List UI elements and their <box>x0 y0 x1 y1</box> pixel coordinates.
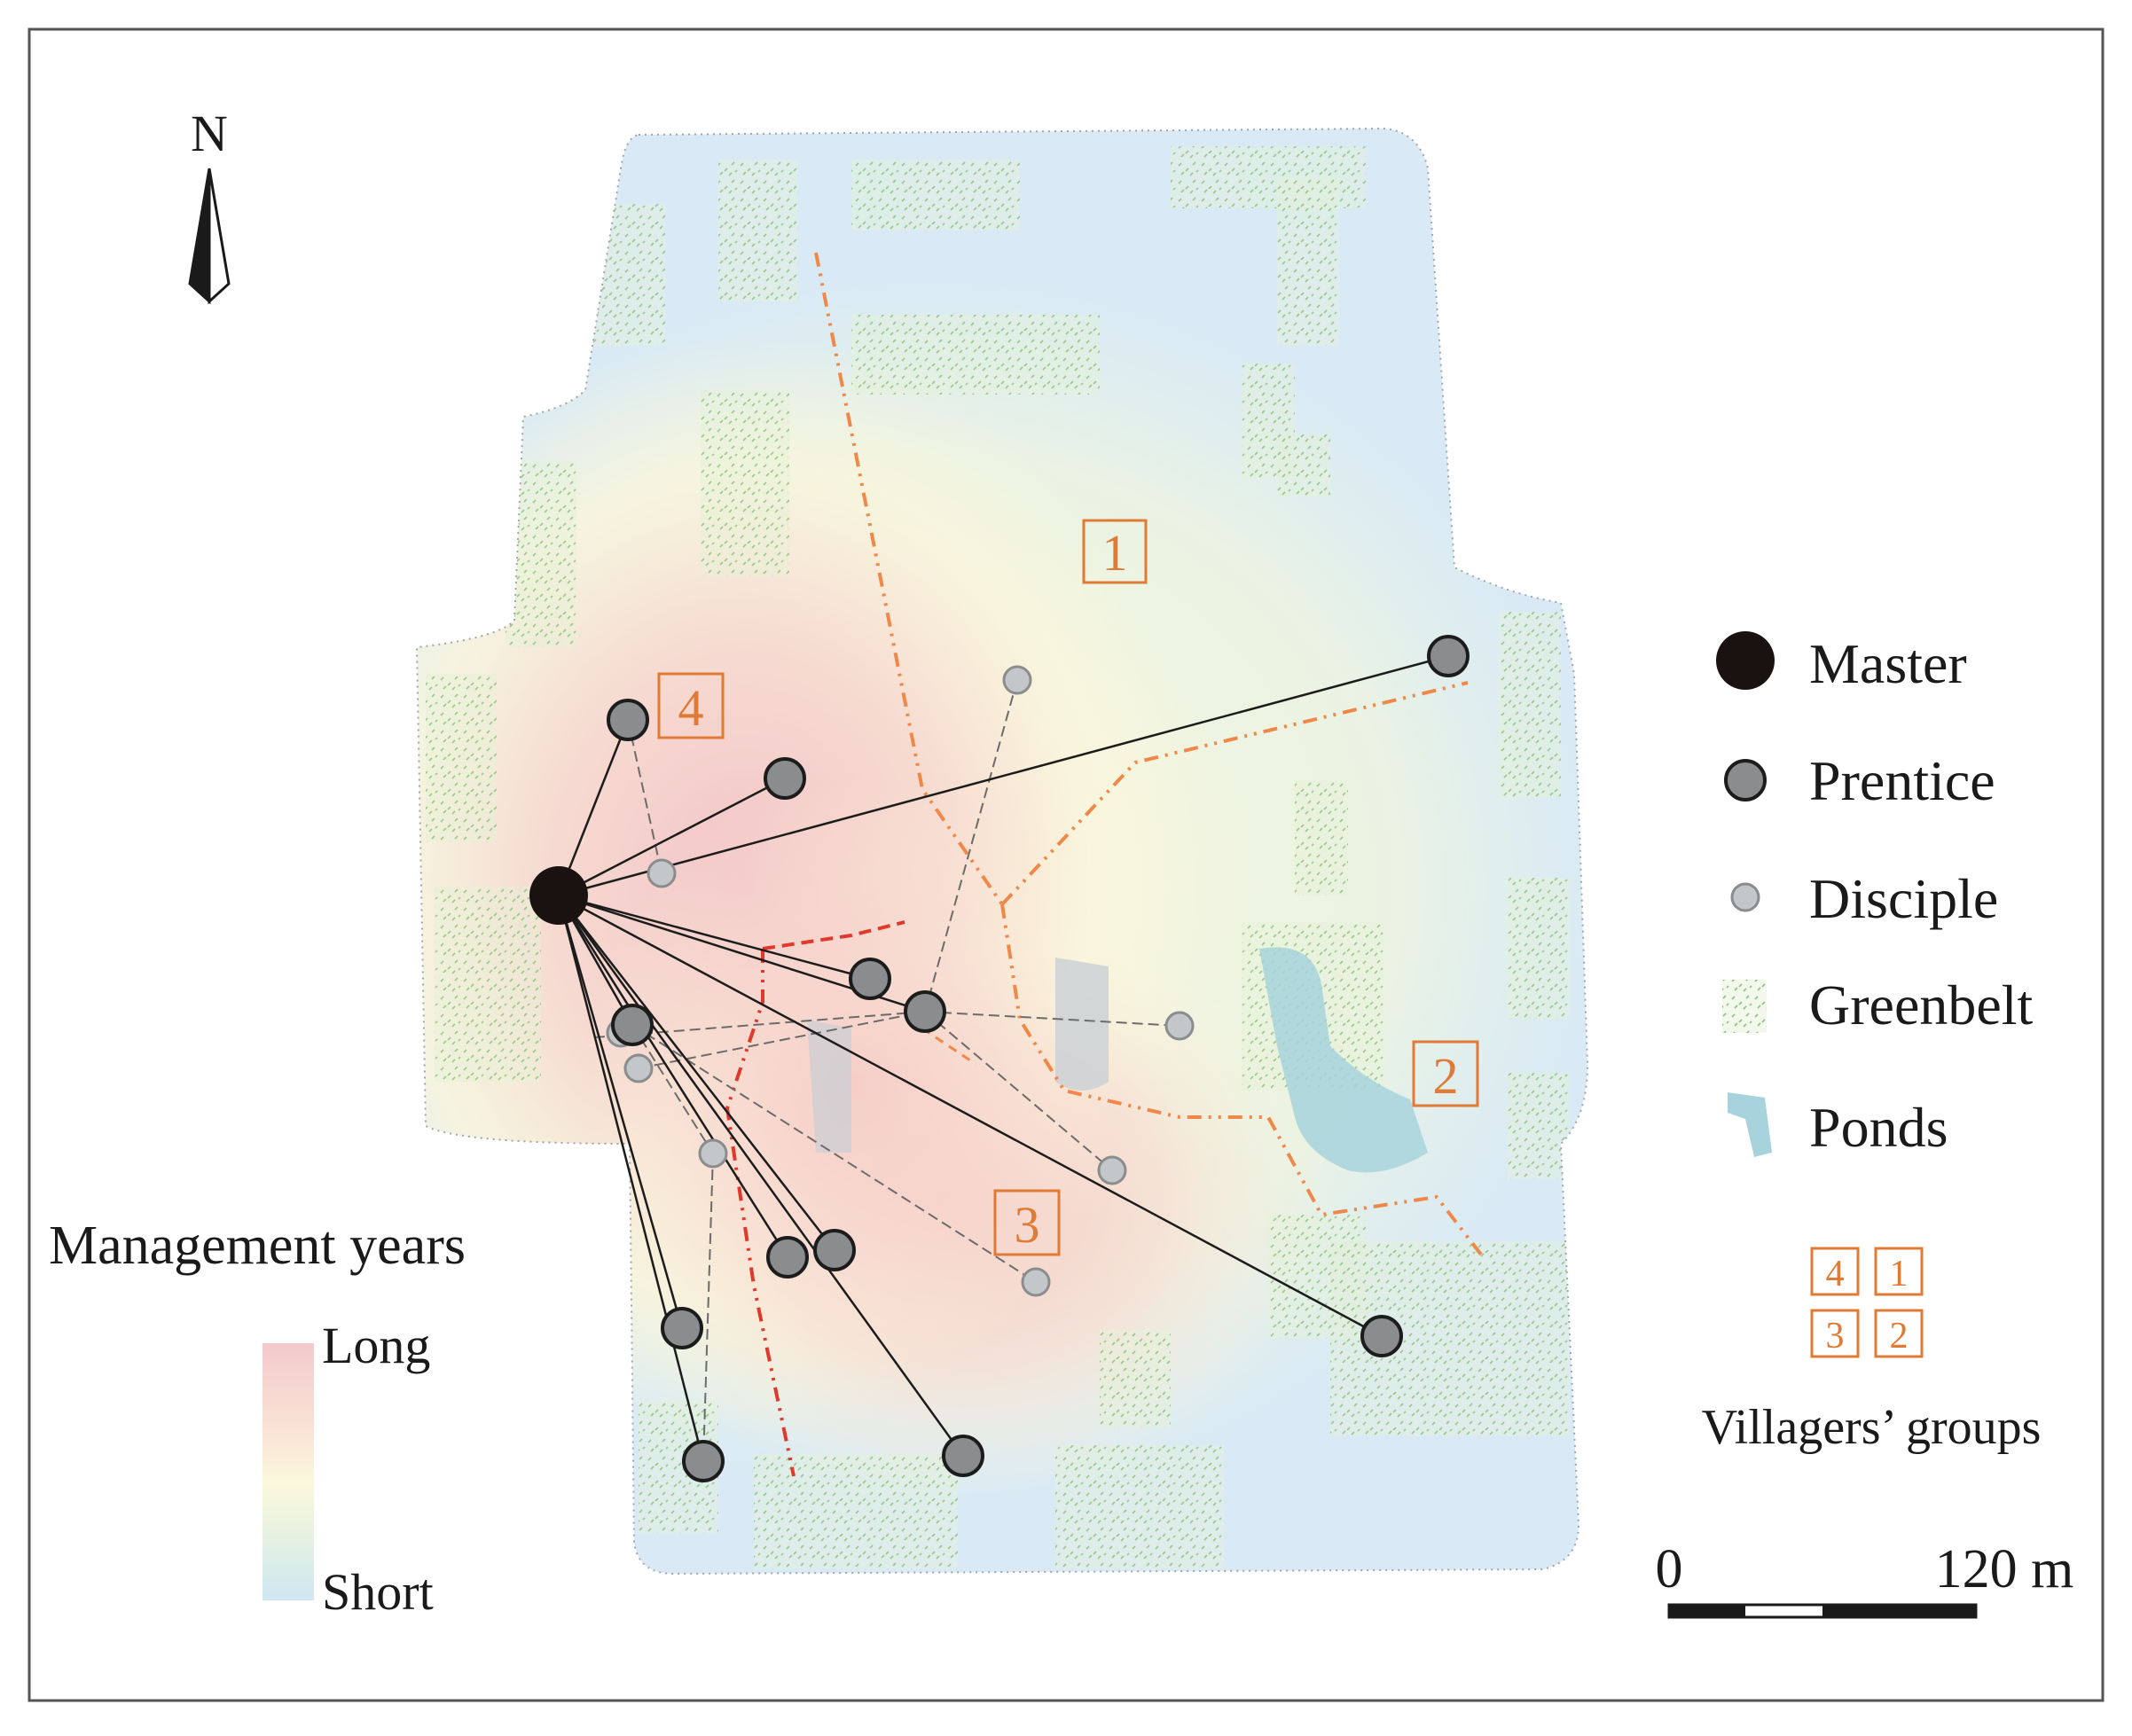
prentice-node <box>607 699 649 741</box>
legend-master-label: Master <box>1809 632 1967 695</box>
prentice-node <box>849 958 891 1000</box>
disciple-node <box>1002 665 1032 695</box>
disciple-node <box>647 858 677 888</box>
disciple-link <box>924 1011 1180 1027</box>
svg-text:2: 2 <box>1890 1316 1909 1357</box>
prentice-link <box>558 894 871 981</box>
prentice-node <box>611 1004 654 1046</box>
legend-disciple-symbol <box>1730 882 1760 912</box>
management-years-title: Management years <box>49 1216 466 1276</box>
management-years-low: Short <box>322 1563 434 1621</box>
svg-text:3: 3 <box>1826 1316 1845 1357</box>
prentice-link <box>557 895 789 1258</box>
disciple-node <box>698 1138 728 1169</box>
scale-start-label: 0 <box>1656 1539 1683 1599</box>
prentice-link <box>558 777 786 897</box>
prentice-link <box>558 894 1383 1338</box>
svg-text:1: 1 <box>1102 524 1128 582</box>
legend-ponds-label: Ponds <box>1809 1096 1948 1159</box>
management-years-colorbar <box>263 1343 314 1600</box>
management-years-high: Long <box>322 1317 430 1374</box>
svg-text:1: 1 <box>1890 1254 1909 1294</box>
prentice-node <box>1427 635 1470 677</box>
legend-greenbelt-label: Greenbelt <box>1809 974 2034 1036</box>
prentice-node <box>813 1229 856 1271</box>
disciple-link <box>631 1024 714 1154</box>
greenbelt-patches <box>426 146 1570 1569</box>
scale-bar: 0 120 m <box>1656 1539 2074 1619</box>
svg-text:2: 2 <box>1433 1047 1459 1105</box>
prentice-node <box>904 990 946 1033</box>
svg-text:4: 4 <box>678 679 704 737</box>
scale-end-label: 120 m <box>1935 1539 2074 1599</box>
north-label: N <box>191 105 228 162</box>
group-label-2: 2 <box>1412 1040 1479 1107</box>
disciple-node <box>1164 1011 1195 1041</box>
prentice-link <box>557 719 630 896</box>
prentice-link <box>557 895 684 1329</box>
legend-master-symbol <box>1716 631 1775 690</box>
villagers-groups-caption: Villagers’ groups <box>1702 1400 2042 1455</box>
legend-prentice-symbol <box>1724 759 1767 802</box>
prentice-node <box>766 1236 809 1279</box>
disciple-link <box>924 1011 1113 1171</box>
prentice-node <box>682 1440 725 1482</box>
north-arrow: N <box>188 105 231 305</box>
prentice-link <box>557 895 705 1462</box>
legend-prentice-label: Prentice <box>1809 749 1995 812</box>
svg-text:3: 3 <box>1015 1196 1040 1254</box>
prentice-link <box>557 895 965 1457</box>
disciple-node <box>1097 1155 1127 1185</box>
prentice-node <box>764 757 806 800</box>
legend-greenbelt-symbol <box>1722 980 1767 1033</box>
ponds <box>807 947 1428 1173</box>
group-label-3: 3 <box>993 1189 1061 1256</box>
villagers-groups-legend: 4 1 3 2 Villagers’ groups <box>1702 1247 2042 1455</box>
master-node <box>529 866 588 925</box>
prentice-node <box>661 1307 703 1349</box>
prentice-node <box>1360 1315 1403 1357</box>
group-boundaries <box>725 252 1483 1477</box>
symbol-legend: Master Prentice Disciple Greenbelt Ponds <box>1716 631 2034 1159</box>
area-boundary <box>415 127 1589 1576</box>
management-years-legend: Management years Long Short <box>49 1216 466 1621</box>
prentice-link <box>558 654 1449 897</box>
disciple-node <box>1021 1267 1051 1297</box>
prentice-node <box>942 1435 984 1477</box>
disciple-link <box>627 719 662 874</box>
network <box>529 635 1470 1482</box>
disciple-node <box>623 1053 654 1083</box>
legend-disciple-label: Disciple <box>1809 867 1998 930</box>
prentice-link <box>558 895 835 1251</box>
svg-text:4: 4 <box>1826 1254 1845 1294</box>
group-label-1: 1 <box>1082 519 1148 584</box>
disciple-link <box>924 679 1018 1013</box>
disciple-link <box>702 1153 714 1462</box>
group-label-4: 4 <box>657 672 725 739</box>
legend-ponds-symbol <box>1728 1092 1772 1157</box>
